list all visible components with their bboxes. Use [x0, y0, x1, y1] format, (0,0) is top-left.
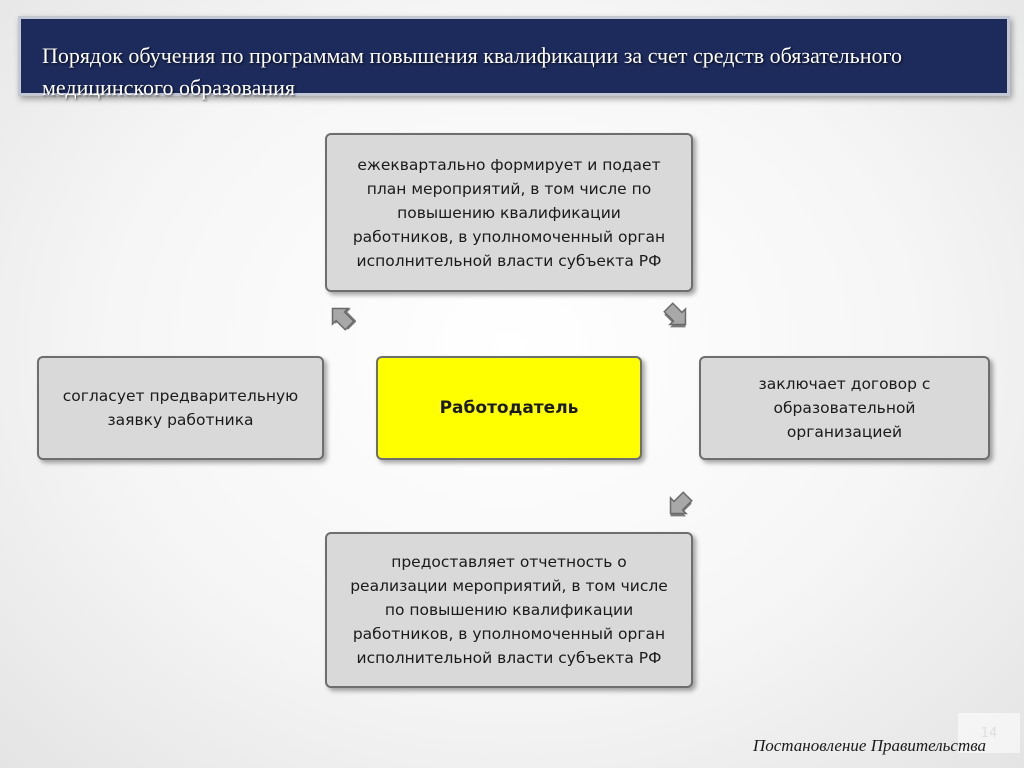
step-box-left: согласует предварительную заявку работни… [37, 356, 324, 460]
arrow-up-right-icon [326, 302, 356, 332]
step-bottom-text: предоставляет отчетность о реализации ме… [350, 553, 668, 667]
arrow-down-left-icon [664, 490, 694, 520]
arrow-down-right-icon [662, 301, 692, 331]
title-bar [18, 16, 1010, 96]
step-right-text: заключает договор с образовательной орга… [758, 375, 931, 441]
step-box-bottom: предоставляет отчетность о реализации ме… [325, 532, 693, 688]
step-box-right: заключает договор с образовательной орга… [699, 356, 990, 460]
step-top-text: ежеквартально формирует и подает план ме… [352, 155, 666, 270]
employer-label: Работодатель [439, 398, 579, 418]
page-number: 14 [958, 713, 1020, 753]
employer-box: Работодатель [376, 356, 642, 460]
footer-caption: Постановление Правительства [752, 736, 986, 755]
step-box-top: ежеквартально формирует и подает план ме… [325, 133, 693, 292]
step-left-text: согласует предварительную заявку работни… [62, 387, 299, 429]
slide-title: Порядок обучения по программам повышения… [42, 43, 902, 100]
